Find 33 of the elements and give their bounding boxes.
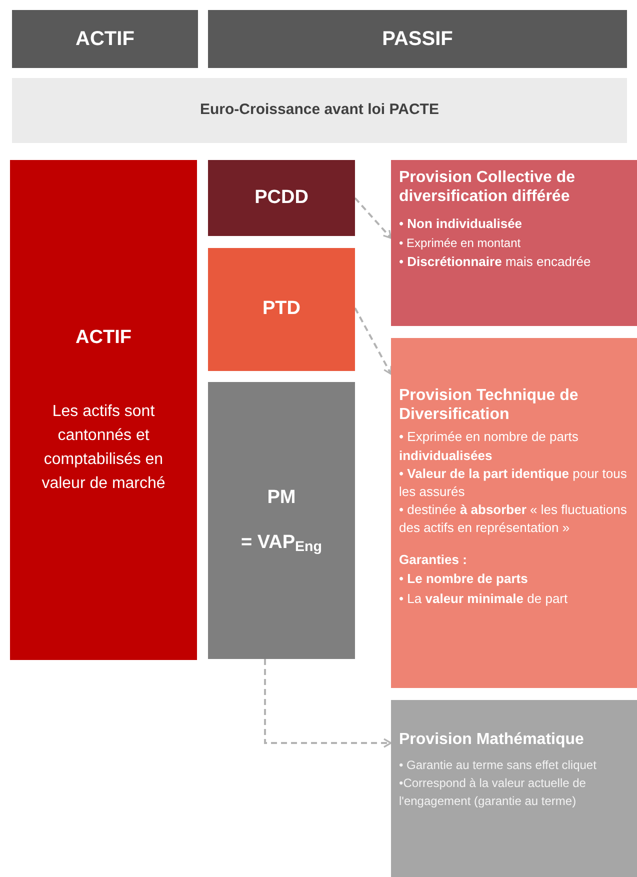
- label-text: • La valeur minimale de part: [399, 590, 569, 608]
- label-text: • Exprimée en montant: [399, 234, 522, 252]
- label-text: PASSIF: [382, 27, 453, 52]
- label-text: Provision Collective de diversification différée: [399, 168, 576, 206]
- provision-block: [208, 160, 355, 236]
- label-text: Provision Mathématique: [399, 730, 585, 750]
- label-text: Provision Technique de Diversification: [399, 386, 580, 424]
- asset-block: [10, 160, 197, 660]
- label-text: Euro-Croissance avant loi PACTE: [200, 100, 439, 120]
- provision-block: [208, 382, 355, 659]
- provision-block: [208, 248, 355, 371]
- label-text: • Discrétionnaire mais encadrée: [399, 252, 592, 271]
- label-text: = VAP$_{Eng}$: [241, 530, 322, 557]
- header-bar: [12, 10, 198, 68]
- label-text: PM: [267, 486, 296, 510]
- dashed-arrow: [354, 197, 392, 239]
- label-text: • Garantie au terme sans effet cliquet: [399, 757, 598, 774]
- label-text: •Correspond à la valeur actuelle de l'engagement (garantie au terme): [399, 775, 587, 810]
- label-text: • Non individualisée: [399, 215, 524, 234]
- dashed-arrow: [264, 659, 392, 748]
- description-panel: [391, 160, 637, 326]
- description-panel: [391, 700, 637, 877]
- label-text: Les actifs sont cantonnés et comptabilisés en valeur de marché: [40, 402, 166, 494]
- dashed-arrow: [354, 308, 392, 375]
- label-text: PTD: [262, 297, 300, 322]
- label-text: ACTIF: [76, 326, 132, 350]
- label-text: ACTIF: [76, 27, 134, 52]
- description-panel: [391, 338, 637, 688]
- header-bar: [208, 10, 627, 68]
- label-text: • destinée à absorber « les fluctuations des actifs en représentation »: [399, 501, 628, 538]
- label-text: • Le nombre de parts: [399, 570, 529, 588]
- label-text: Garanties :: [399, 550, 468, 568]
- label-text: PCDD: [254, 186, 308, 210]
